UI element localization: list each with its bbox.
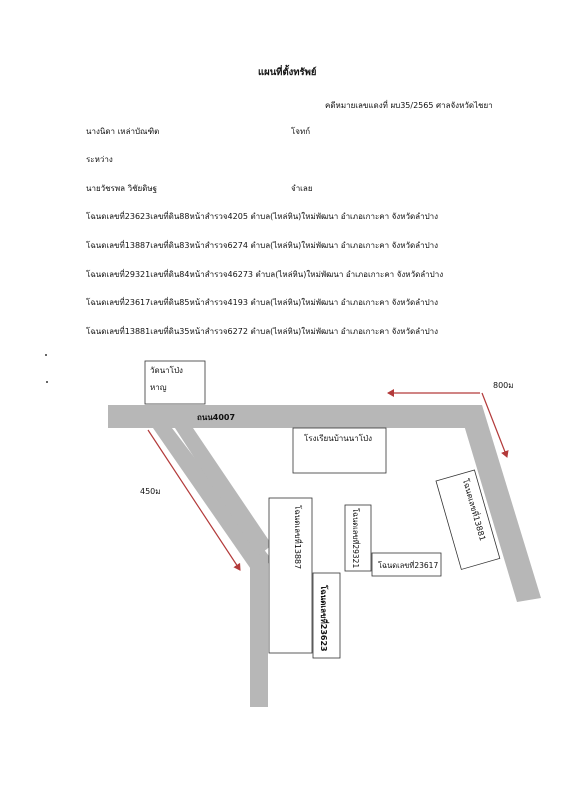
temple-box: วัดนาโป่ง หาญ [144, 360, 206, 405]
road-label: ถนน4007 [197, 413, 235, 422]
deed-line: โฉนดเลขที่13887เลขที่ดิน83หน้าสำรวจ6274 … [86, 241, 439, 250]
roads [108, 405, 541, 707]
deed-line: โฉนดเลขที่23617เลขที่ดิน85หน้าสำรวจ4193 … [86, 298, 439, 307]
plot-23617: โฉนดเลขที่23617 [371, 552, 442, 577]
scan-speck [46, 381, 48, 383]
deed-line: โฉนดเลขที่29321เลขที่ดิน84หน้าสำรวจ46273… [86, 270, 444, 279]
road-vertical [250, 555, 268, 707]
plot-label-13887: โฉนดเลขที่13887 [293, 505, 304, 569]
plot-label-29321: โฉนดเลขที่29321 [351, 508, 361, 568]
distance-label-800: 800ม [493, 381, 514, 390]
case-reference: คดีหมายเลขแดงที่ ผบ35/2565 ศาลจังหวัดไชย… [325, 101, 493, 110]
road-right-branch [458, 405, 541, 602]
plot-label-23617: โฉนดเลขที่23617 [378, 560, 438, 570]
road-4007 [108, 405, 470, 428]
plaintiff-name: นางนิดา เหล่าบัณฑิต [86, 127, 160, 136]
school-label: โรงเรียนบ้านนาโป่ง [304, 433, 372, 443]
school-box: โรงเรียนบ้านนาโป่ง [292, 427, 387, 474]
distance-label-450: 450ม [140, 487, 161, 496]
scan-speck [45, 354, 47, 356]
road-left-diagonal-2 [175, 428, 272, 556]
plot-29321: โฉนดเลขที่29321 [344, 504, 372, 572]
plaintiff-role: โจทก์ [291, 127, 311, 136]
road-left-diagonal [153, 428, 272, 575]
distance-arrow-right-b [481, 392, 509, 458]
defendant-name: นายวัชรพล วิชัยดิษฐ [86, 184, 158, 193]
document-title: แผนที่ตั้งทรัพย์ [258, 67, 317, 78]
defendant-role: จำเลย [291, 184, 313, 193]
plot-23623: โฉนดเลขที่23623 [312, 572, 341, 659]
temple-label-1: วัดนาโป่ง [150, 365, 183, 375]
deed-line: โฉนดเลขที่13881เลขที่ดิน35หน้าสำรวจ6272 … [86, 327, 439, 336]
temple-label-2: หาญ [150, 383, 167, 392]
deed-line: โฉนดเลขที่23623เลขที่ดิน88หน้าสำรวจ4205 … [86, 212, 439, 221]
plot-label-23623: โฉนดเลขที่23623 [319, 584, 330, 652]
distance-arrow-left [147, 429, 241, 571]
between-label: ระหว่าง [86, 155, 113, 164]
plot-13887: โฉนดเลขที่13887 [268, 497, 313, 654]
